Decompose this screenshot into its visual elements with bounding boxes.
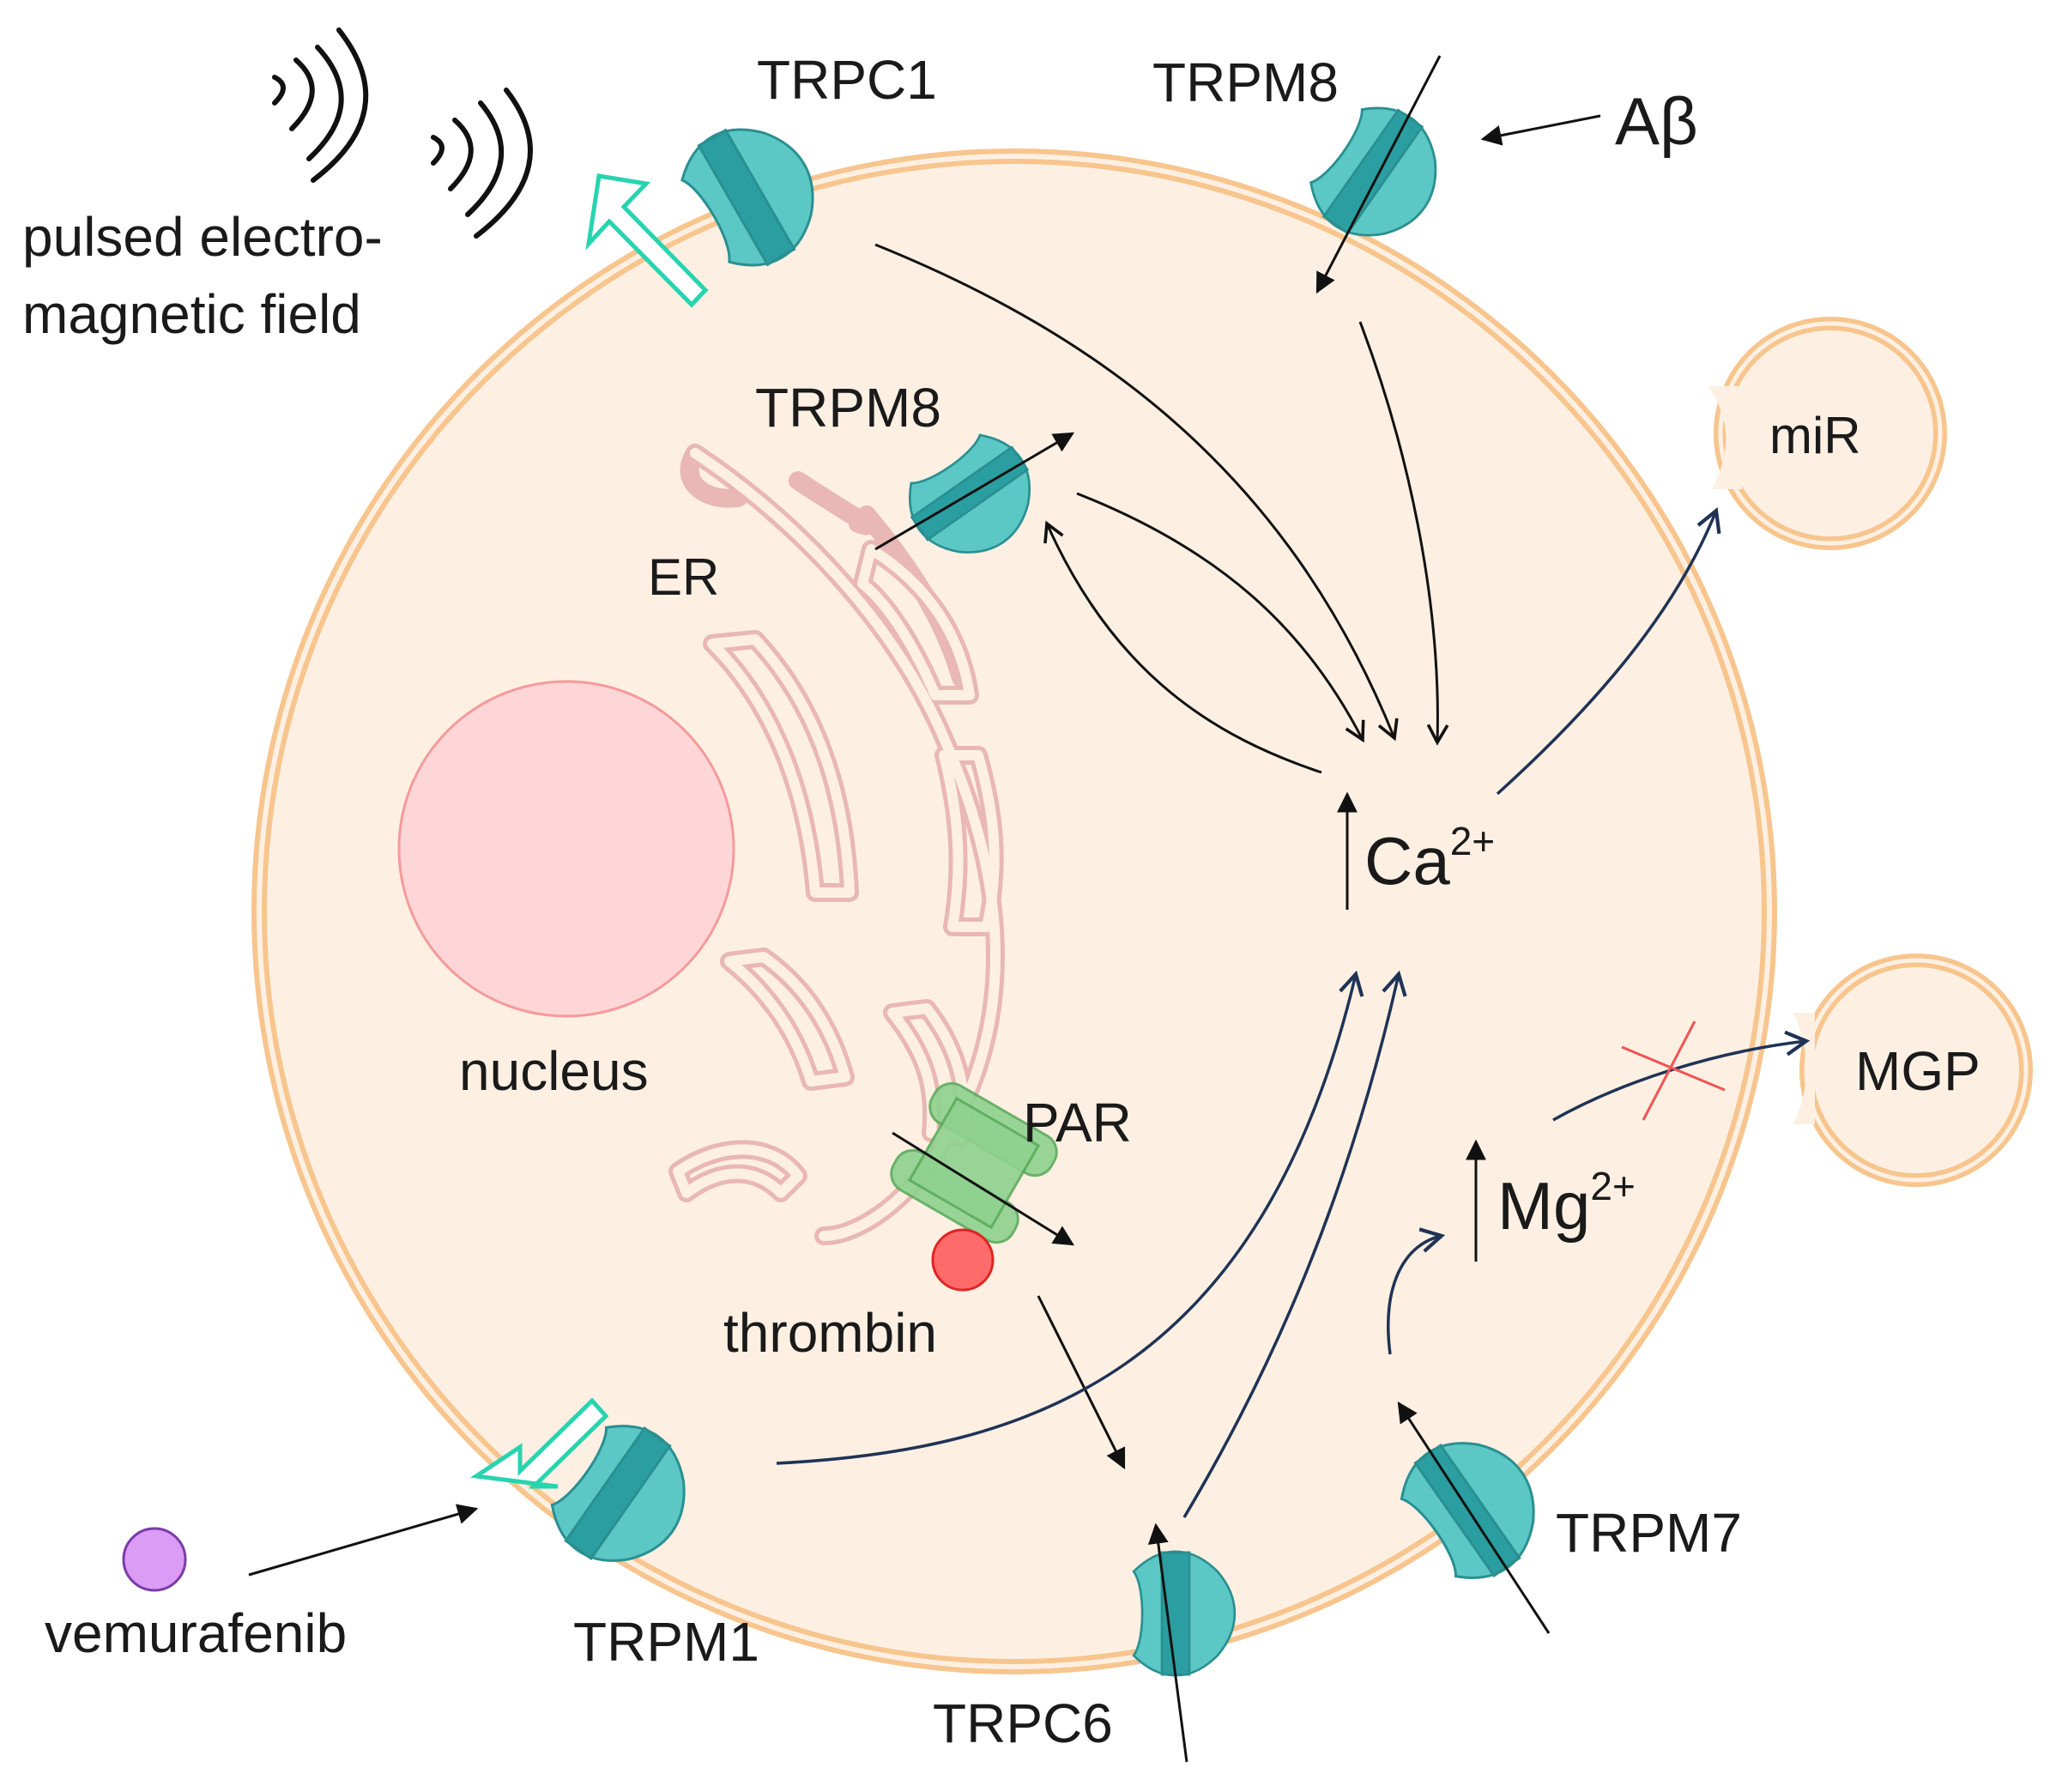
black-arrows	[248, 55, 1601, 1763]
pemf-label-line2: magnetic field	[22, 283, 361, 345]
trpm1-inhibition-arrow	[470, 1397, 609, 1489]
pemf-label-line1: pulsed electro-	[22, 206, 383, 268]
magnesium-label: Mg2+	[1497, 1164, 1636, 1244]
mgp-label: MGP	[1855, 1040, 1980, 1102]
inhibition-cross-icon	[1621, 1020, 1726, 1121]
trpc1-label: TRPC1	[757, 49, 937, 111]
trpm1-label: TRPM1	[573, 1611, 759, 1673]
trpm8-er-label: TRPM8	[755, 377, 941, 439]
electromagnetic-wave-icon	[272, 27, 533, 239]
trpc1-activation-arrow	[585, 173, 709, 308]
trpm8-top-label: TRPM8	[1152, 51, 1339, 113]
par-label: PAR	[1023, 1092, 1132, 1153]
abeta-label: Aβ	[1615, 83, 1698, 159]
vemurafenib-label: vemurafenib	[45, 1602, 347, 1664]
vemurafenib-molecule	[122, 1527, 187, 1592]
mir-vesicle	[1714, 317, 1947, 550]
flow-arrows-to-calcium	[874, 243, 1449, 774]
thrombin-molecule	[931, 1228, 995, 1292]
mir-label: miR	[1769, 407, 1861, 464]
calcium-label: Ca2+	[1364, 819, 1495, 899]
trpm7-label: TRPM7	[1556, 1502, 1742, 1564]
trpc6-label: TRPC6	[933, 1692, 1113, 1754]
par-receptor	[890, 1081, 1058, 1244]
nucleus	[397, 680, 735, 1018]
nucleus-label: nucleus	[459, 1040, 649, 1102]
er-label: ER	[648, 548, 719, 606]
thrombin-label: thrombin	[723, 1302, 937, 1364]
ion-flow-arrows	[776, 506, 1811, 1518]
mir-vesicle-junction	[1708, 386, 1742, 489]
